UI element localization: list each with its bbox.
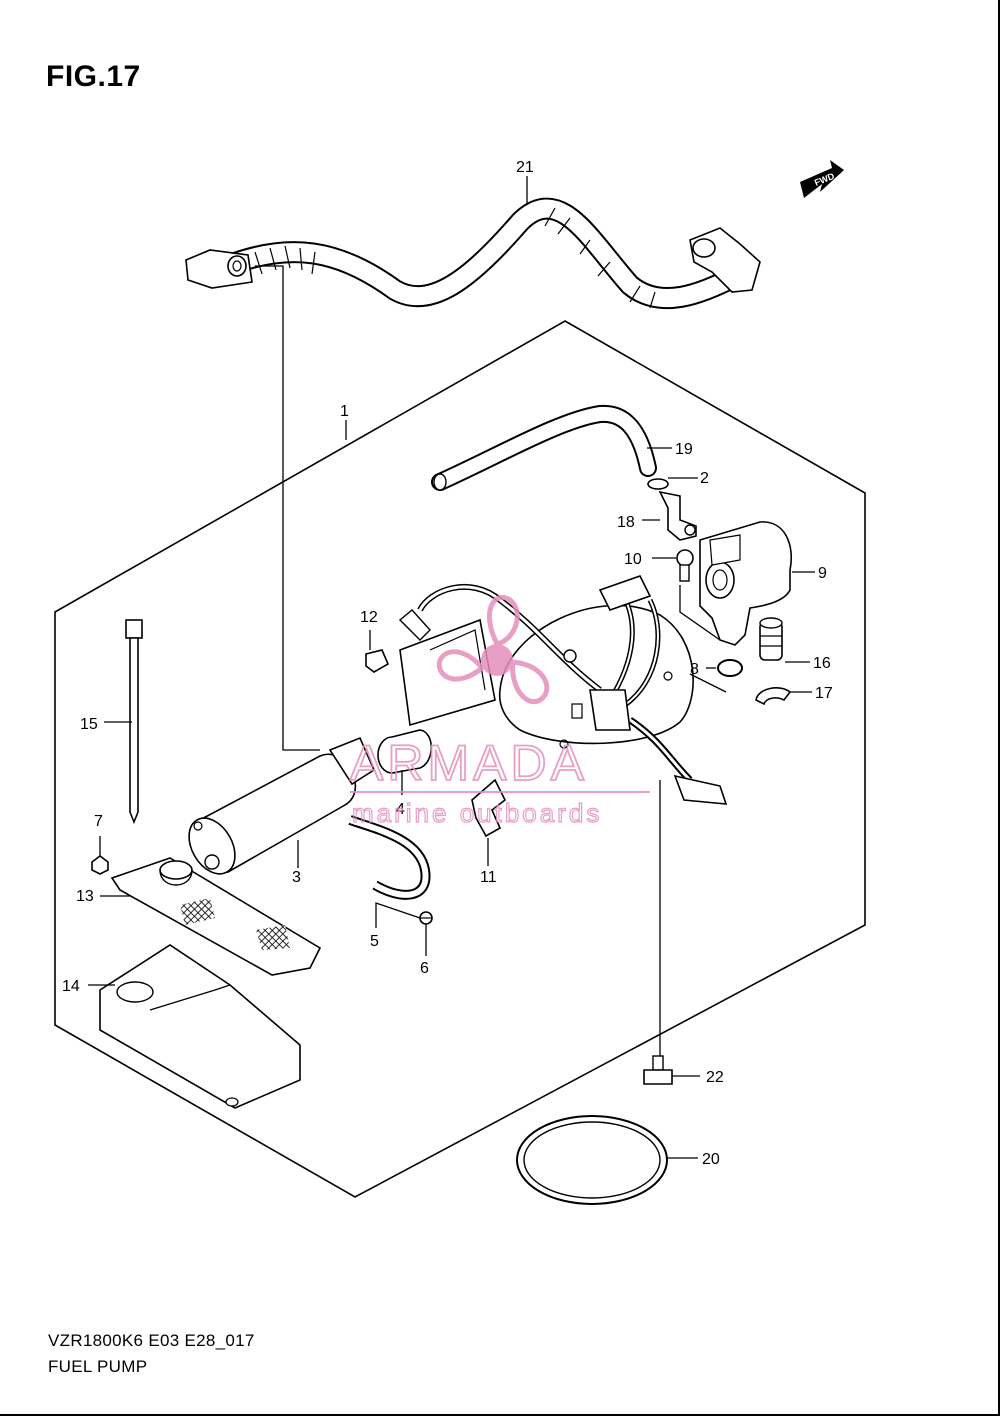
callout-2: 2 — [700, 470, 709, 487]
part-fuel-pump-plate — [398, 575, 728, 805]
watermark-tagline: marine outboards — [352, 798, 602, 828]
callout-9: 9 — [818, 565, 827, 582]
callout-1: 1 — [340, 403, 349, 420]
part-19-vent-hose — [431, 404, 657, 491]
callout-17: 17 — [815, 685, 833, 702]
callout-3: 3 — [292, 869, 301, 886]
part-8-o-ring — [717, 659, 743, 677]
leader-lines — [88, 176, 815, 1159]
part-18-fitting — [658, 490, 697, 541]
callout-22: 22 — [706, 1069, 724, 1086]
callout-8: 8 — [690, 661, 699, 678]
watermark-brand: ARMADA — [350, 735, 588, 791]
part-4-filter — [377, 729, 433, 774]
callout-19: 19 — [675, 441, 693, 458]
fwd-arrow-icon: FWD — [800, 160, 844, 198]
diagram-code: VZR1800K6 E03 E28_017 — [48, 1331, 255, 1350]
callout-21: 21 — [516, 159, 534, 176]
part-2-clip — [647, 478, 669, 490]
part-14-cover — [99, 944, 301, 1109]
part-7-nut — [91, 855, 109, 875]
callout-10: 10 — [624, 551, 642, 568]
callout-12: 12 — [360, 609, 378, 626]
part-9-bracket — [699, 521, 792, 646]
part-16-regulator — [759, 617, 783, 661]
callout-4: 4 — [396, 801, 405, 818]
callout-18: 18 — [617, 514, 635, 531]
part-15-cable-tie — [125, 619, 143, 825]
assembly-outline — [54, 320, 866, 1198]
watermark: ARMADA marine outboards — [349, 594, 650, 829]
frame-edge-right — [998, 0, 1000, 1416]
callout-5: 5 — [370, 933, 379, 950]
part-12-clip — [365, 649, 390, 673]
part-11-clamp — [471, 778, 507, 838]
part-17-clip — [755, 687, 792, 706]
part-20-gasket — [516, 1115, 668, 1205]
part-6-screw — [419, 911, 433, 925]
callout-15: 15 — [80, 716, 98, 733]
callout-16: 16 — [813, 655, 831, 672]
watermark-propeller-icon — [436, 594, 550, 705]
frame-edge-bottom — [0, 1414, 1000, 1416]
part-22-bolt — [643, 1055, 673, 1085]
callout-14: 14 — [62, 978, 80, 995]
part-21-fuel-hose — [185, 197, 761, 309]
callout-11: 11 — [480, 869, 497, 886]
part-3-fuel-pump — [188, 736, 376, 875]
callout-20: 20 — [702, 1151, 720, 1168]
part-10-bolt — [676, 549, 694, 582]
diagram-name: FUEL PUMP — [48, 1357, 148, 1376]
part-5-band — [348, 815, 431, 900]
figure-title: FIG.17 — [46, 60, 141, 93]
callout-labels: 1 2 3 4 5 6 7 8 9 10 11 12 13 14 15 16 1… — [62, 159, 833, 1168]
part-13-screen — [110, 857, 322, 976]
callout-6: 6 — [420, 960, 429, 977]
callout-7: 7 — [94, 813, 103, 830]
callout-13: 13 — [76, 888, 94, 905]
